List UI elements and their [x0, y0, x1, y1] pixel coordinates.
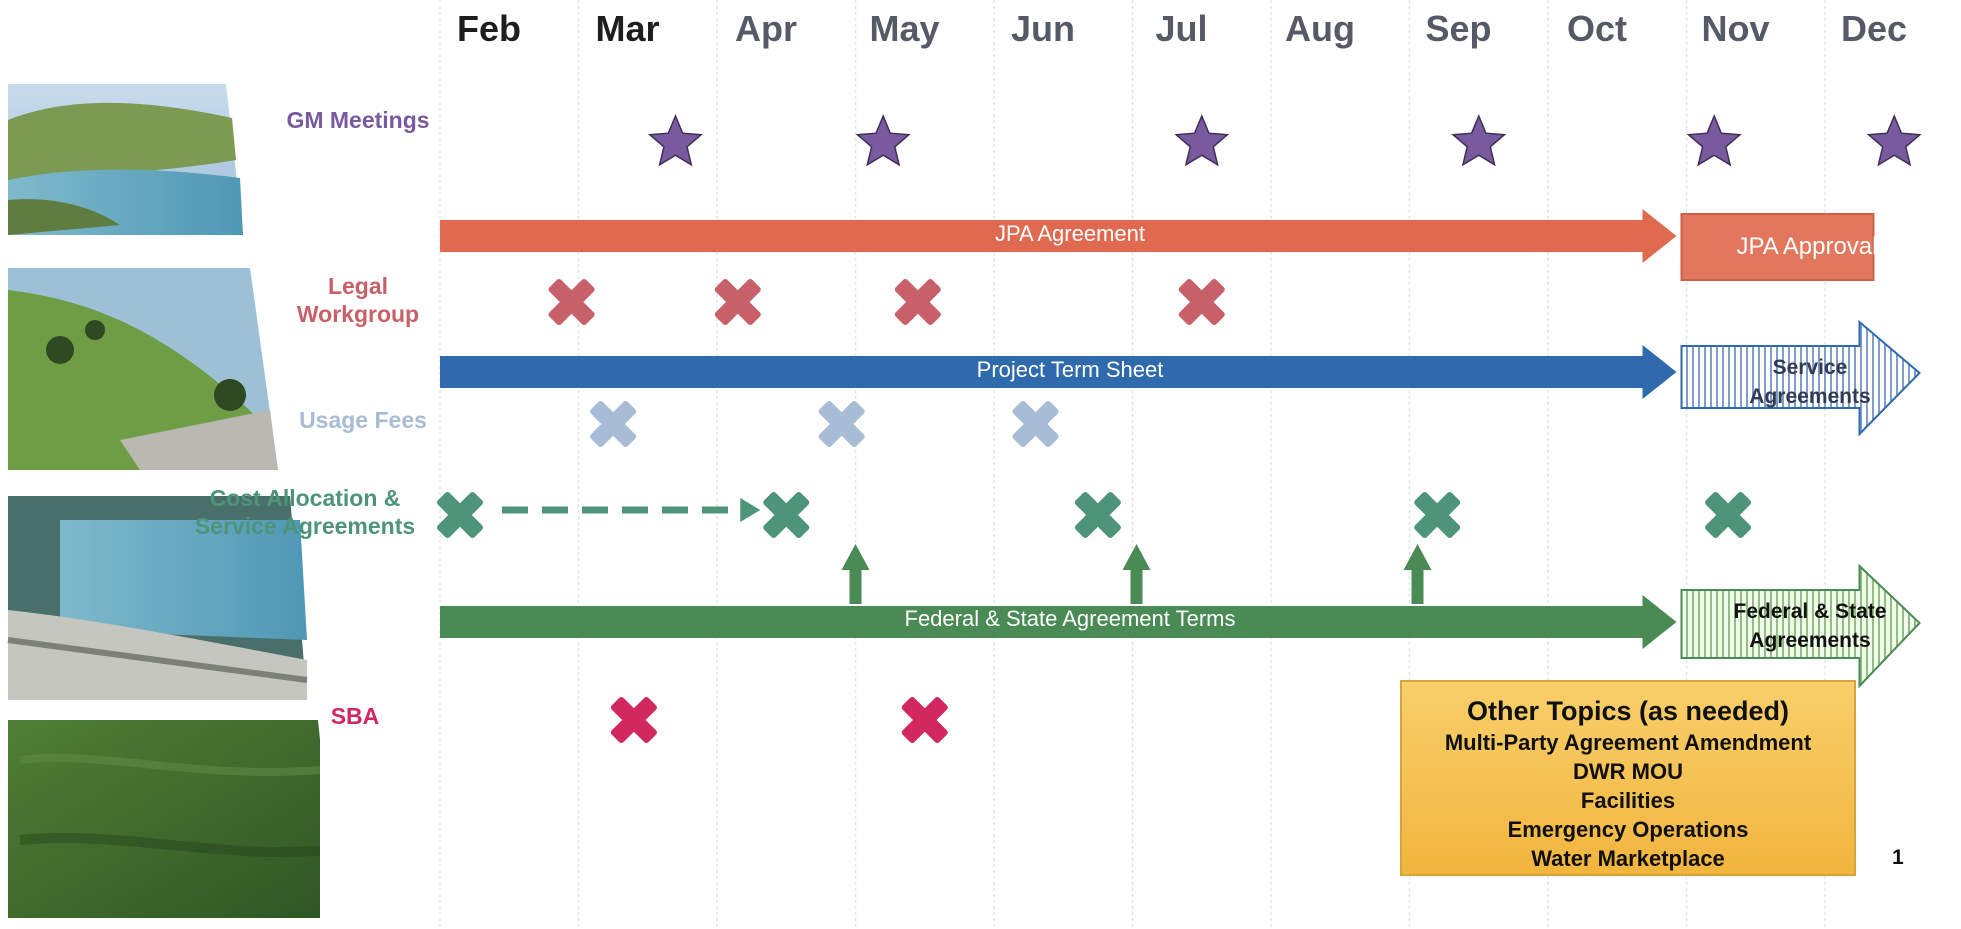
gm-meeting-star	[1866, 114, 1922, 167]
federal-state-up-arrow	[1411, 568, 1424, 604]
project-term-sheet-label: Project Term Sheet	[976, 357, 1164, 382]
month-label: Jul	[1155, 8, 1208, 49]
month-label: Jun	[1010, 8, 1075, 49]
jpa-arrow	[440, 209, 1677, 263]
month-label: Oct	[1566, 8, 1627, 49]
legal-workgroup-marker	[1178, 278, 1225, 326]
gm-meeting-star	[1174, 114, 1230, 167]
gm-meeting-star	[1451, 114, 1507, 167]
service-agreements-arrow	[1680, 319, 1921, 437]
federal-state-terms-label: Federal & State Agreement Terms	[904, 606, 1236, 631]
gm-meeting-star	[647, 114, 703, 167]
month-label: Feb	[456, 8, 521, 49]
gm-meeting-star	[855, 114, 911, 167]
grass-field-photo	[8, 720, 320, 918]
month-label: Nov	[1701, 8, 1770, 49]
federal_state-arrow	[440, 595, 1677, 649]
legal-workgroup-marker	[714, 278, 761, 326]
cost-allocation-marker	[1705, 491, 1752, 539]
other-topics-item: Facilities	[1580, 788, 1676, 813]
other-topics-item: Multi-Party Agreement Amendment	[1444, 730, 1812, 755]
reservoir-photo-1	[8, 84, 243, 235]
spillway-photo	[7, 496, 308, 700]
sba-marker	[610, 696, 657, 744]
row-label-usage-fees: Usage Fees	[299, 407, 427, 433]
gm-meeting-star	[1686, 114, 1742, 167]
other-topics-box: Other Topics (as needed) Multi-Party Agr…	[1400, 680, 1856, 876]
cost-allocation-marker	[1414, 491, 1461, 539]
row-label-cost-allocation: Cost Allocation & Service Agreements	[194, 485, 416, 539]
month-label: Mar	[595, 8, 660, 49]
row-label-gm-meetings: GM Meetings	[286, 107, 430, 133]
other-topics-title: Other Topics (as needed)	[1466, 696, 1790, 726]
cost-allocation-marker	[1074, 491, 1121, 539]
month-label: Aug	[1285, 8, 1355, 49]
jpa-agreement-label: JPA Agreement	[994, 221, 1145, 246]
legal-workgroup-marker	[548, 278, 595, 326]
federal-state-up-arrow-head	[841, 544, 870, 570]
cost-allocation-marker	[436, 491, 484, 539]
federal-state-agreements-arrow	[1680, 563, 1921, 689]
row-label-legal-workgroup: Legal Workgroup	[296, 273, 420, 327]
federal-state-up-arrow-head	[1122, 544, 1151, 570]
month-label: May	[869, 8, 940, 49]
federal-state-agreements-label: Federal & State Agreements	[1733, 600, 1887, 652]
other-topics-item: DWR MOU	[1573, 759, 1683, 784]
usage-fees-marker	[818, 400, 865, 448]
federal-state-up-arrow	[1130, 568, 1143, 604]
jpa-approvals-label: JPA Approvals	[1736, 233, 1890, 260]
other-topics-item: Water Marketplace	[1531, 846, 1725, 871]
sba-marker	[901, 696, 948, 744]
usage-fees-marker	[1012, 400, 1059, 448]
photo-strip	[7, 84, 320, 918]
month-label: Dec	[1840, 8, 1908, 49]
cost-allocation-marker	[763, 491, 810, 539]
service-agreements-label: Service Agreements	[1749, 356, 1871, 408]
row-label-sba: SBA	[330, 703, 380, 729]
dashed-arrow-head	[740, 498, 761, 522]
federal-state-up-arrow	[849, 568, 862, 604]
term_sheet-arrow	[440, 345, 1677, 399]
dam-slope-photo	[8, 268, 278, 470]
other-topics-item: Emergency Operations	[1507, 817, 1749, 842]
federal-state-up-arrow-head	[1403, 544, 1432, 570]
jpa-approvals-box	[1680, 213, 1875, 281]
usage-fees-marker	[590, 400, 637, 448]
month-label: Sep	[1425, 8, 1492, 49]
page-number: 1	[1892, 846, 1904, 869]
legal-workgroup-marker	[894, 278, 941, 326]
month-label: Apr	[735, 8, 797, 49]
